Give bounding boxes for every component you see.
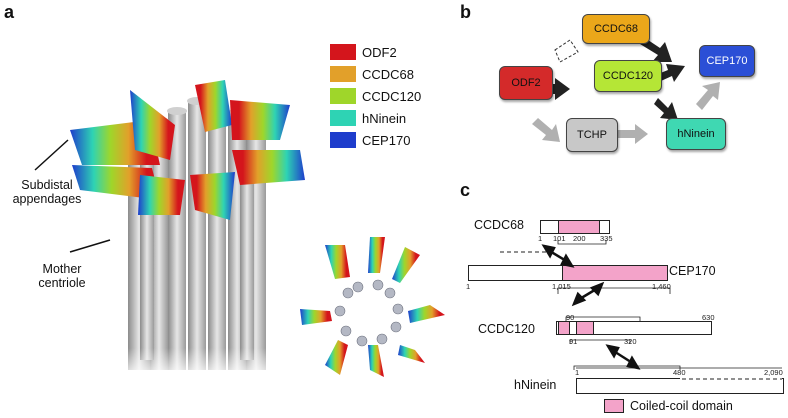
legend-label-odf2: ODF2: [362, 44, 397, 60]
hninein-tick-480: 480: [673, 368, 686, 377]
ccdc68-tick-1: 1: [538, 234, 543, 243]
node-ccdc120-label: CCDC120: [602, 70, 654, 82]
legend-swatch-ccdc120: [330, 88, 356, 104]
centriole-top-view: [300, 237, 445, 377]
legend-item-ccdc120: CCDC120: [330, 88, 421, 104]
cep170-name: CEP170: [669, 264, 716, 278]
legend-label-ccdc120: CCDC120: [362, 88, 422, 104]
coiled-coil-legend: Coiled-coil domain: [604, 399, 733, 413]
ccdc68-name: CCDC68: [474, 218, 525, 232]
ccdc68-tick-101: 101: [553, 234, 566, 243]
node-tchp: TCHP: [566, 118, 618, 152]
coiled-coil-swatch: [604, 399, 624, 413]
panel-letter-b: b: [460, 2, 471, 22]
node-cep170: CEP170: [699, 45, 755, 77]
node-tchp-label: TCHP: [577, 129, 607, 141]
cep170-coiled-coil: [562, 265, 668, 281]
subdistal-label-line2: appendages: [12, 192, 82, 206]
node-ccdc68: CCDC68: [582, 14, 650, 44]
legend-swatch-hninein: [330, 110, 356, 126]
ccdc120-name: CCDC120: [478, 322, 535, 336]
cep170-tick-1460: 1,460: [652, 282, 671, 291]
hninein-name: hNinein: [514, 378, 557, 392]
hninein-tick-2090: 2,090: [764, 368, 783, 377]
ccdc120-tick-90: 90: [566, 313, 575, 322]
legend-label-ccdc68: CCDC68: [362, 66, 415, 82]
ccdc68-tick-335: 335: [600, 234, 613, 243]
mother-label-line1: Mother: [42, 262, 82, 276]
ccdc120-coiled-coil-1: [558, 321, 570, 335]
coiled-coil-legend-label: Coiled-coil domain: [630, 399, 733, 413]
ccdc120-coiled-coil-2: [576, 321, 594, 335]
node-odf2-label: ODF2: [511, 77, 541, 89]
centriole-illustration: [34, 80, 445, 380]
legend-swatch-cep170: [330, 132, 356, 148]
cep170-tick-1015: 1,015: [552, 282, 571, 291]
ccdc68-tick-200: 200: [573, 234, 586, 243]
node-odf2: ODF2: [499, 66, 553, 100]
ccdc120-tick-630: 630: [702, 313, 715, 322]
legend-item-hninein: hNinein: [330, 110, 406, 126]
subdistal-label-line1: Subdistal: [21, 178, 73, 192]
node-ccdc68-label: CCDC68: [593, 23, 638, 35]
legend-label-hninein: hNinein: [362, 110, 407, 126]
ccdc68-coiled-coil: [558, 220, 600, 234]
subdistal-appendage-blades: [70, 80, 305, 220]
legend-swatch-ccdc68: [330, 66, 356, 82]
ccdc120-tick-91: 91: [569, 337, 578, 346]
panel-letter-a: a: [4, 2, 15, 22]
legend-item-odf2: ODF2: [330, 44, 397, 60]
legend-swatch-odf2: [330, 44, 356, 60]
legend-item-cep170: CEP170: [330, 132, 410, 148]
panel-letter-c: c: [460, 180, 471, 200]
legend-item-ccdc68: CCDC68: [330, 66, 414, 82]
legend-label-cep170: CEP170: [362, 132, 411, 148]
panel-c-connectors: [500, 240, 782, 380]
ccdc120-bar: [556, 321, 712, 335]
mother-centriole-label: Mother centriole: [30, 262, 94, 290]
mother-label-line2: centriole: [38, 276, 86, 290]
node-hninein-label: hNinein: [677, 128, 715, 140]
cep170-tick-1: 1: [466, 282, 471, 291]
node-hninein: hNinein: [666, 118, 726, 150]
subdistal-appendages-label: Subdistal appendages: [12, 178, 82, 206]
hninein-tick-1: 1: [575, 368, 580, 377]
node-ccdc120: CCDC120: [594, 60, 662, 92]
node-cep170-label: CEP170: [706, 55, 748, 67]
